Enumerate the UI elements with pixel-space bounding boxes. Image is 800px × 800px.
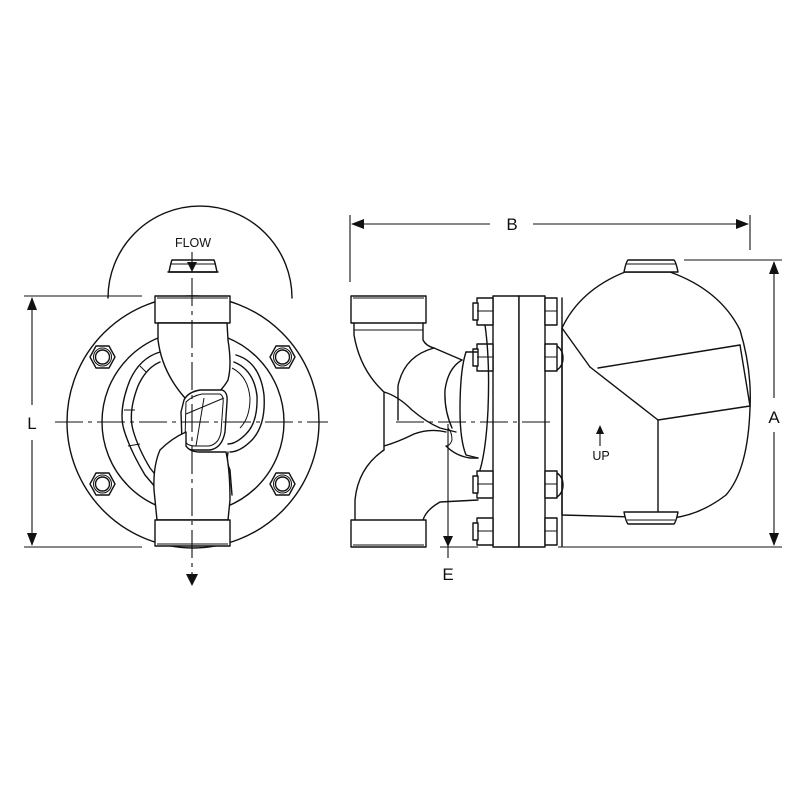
side-bolts-left	[472, 297, 494, 546]
dim-A-label: A	[768, 408, 780, 427]
flow-in-arrow-icon	[187, 262, 197, 272]
right-web-inner	[227, 361, 258, 445]
L-arrow-up-icon	[27, 297, 37, 310]
dim-B-label: B	[506, 215, 517, 234]
right-web-outer	[229, 354, 265, 453]
left-web-inner	[130, 361, 161, 479]
bolt-top-left	[89, 345, 116, 369]
flow-label: FLOW	[175, 236, 211, 250]
side-outlet-socket	[350, 519, 427, 548]
A-arrow-up-icon	[769, 261, 779, 274]
bolt-top-right	[269, 345, 296, 369]
left-web-outer	[121, 351, 161, 489]
B-arrow-left-icon	[351, 219, 364, 229]
front-view: FLOW L	[24, 205, 328, 586]
B-arrow-right-icon	[736, 219, 749, 229]
side-bolts-right	[544, 297, 564, 546]
flow-out-arrow-icon	[186, 574, 198, 586]
side-outlet-elbow	[354, 449, 385, 521]
side-view: UP B A E	[349, 215, 782, 584]
outlet-elbow	[153, 431, 231, 521]
E-arrow-down-icon	[443, 536, 453, 547]
bolt-bottom-right	[269, 472, 296, 496]
side-inlet-elbow	[353, 322, 385, 451]
side-inlet-socket	[350, 295, 427, 324]
chamber-top-boss	[623, 259, 679, 273]
body-dome	[107, 205, 293, 299]
up-arrow-icon	[596, 425, 604, 434]
dim-L-label: L	[27, 414, 36, 433]
up-label: UP	[592, 449, 609, 463]
float-chamber	[561, 271, 751, 519]
bolt-bottom-left	[89, 472, 116, 496]
A-arrow-down-icon	[769, 533, 779, 546]
dim-E-label: E	[442, 565, 453, 584]
chamber-bottom-boss	[623, 511, 679, 525]
L-arrow-down-icon	[27, 533, 37, 546]
